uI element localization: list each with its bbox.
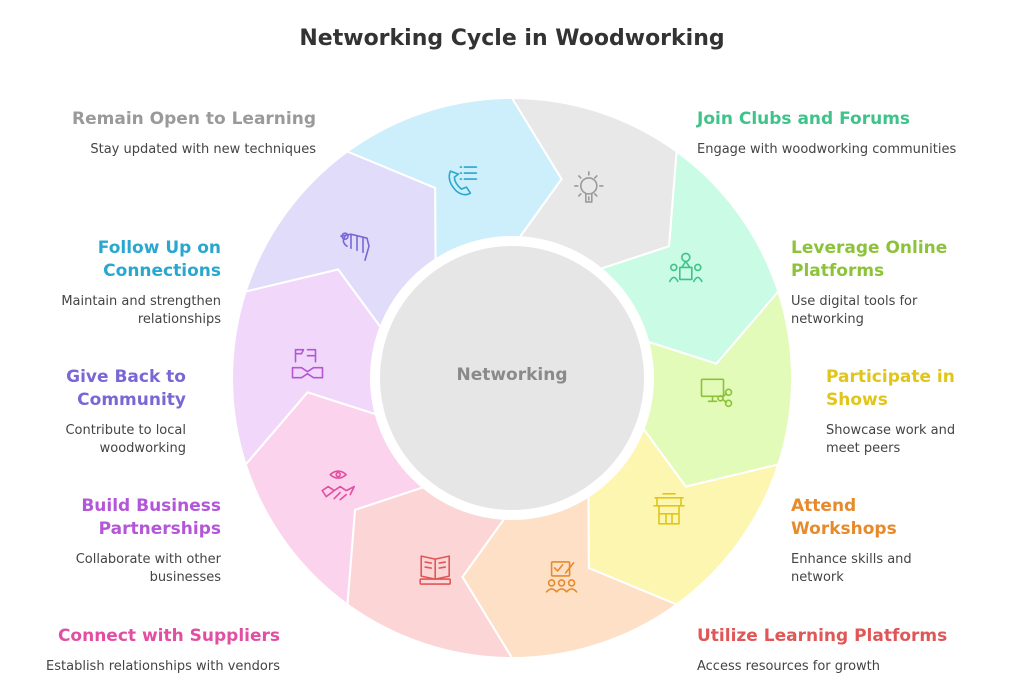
step-description: Establish relationships with vendors xyxy=(46,659,280,674)
partnership-flag-icon xyxy=(291,348,324,379)
step-description: Access resources for growth xyxy=(697,659,881,674)
computer-network-icon xyxy=(700,378,733,408)
center-circle xyxy=(380,246,644,510)
center-label: Networking xyxy=(456,365,568,385)
exhibition-stand-icon xyxy=(653,492,685,525)
step-description: Engage with woodworking communities xyxy=(697,142,957,157)
step-description: Showcase work and meet peers xyxy=(826,423,956,456)
handshake-eye-icon xyxy=(321,470,356,501)
diagram-title: Networking Cycle in Woodworking xyxy=(299,26,725,51)
phone-list-icon xyxy=(448,166,478,196)
step-title: Build Business Partnerships xyxy=(81,496,221,539)
step-title: Remain Open to Learning xyxy=(72,109,316,129)
step-description: Collaborate with other businesses xyxy=(75,552,221,585)
giving-hand-icon xyxy=(340,232,370,261)
step-title: Attend Workshops xyxy=(791,496,897,539)
step-title: Give Back to Community xyxy=(66,367,186,410)
gear-bulb-icon xyxy=(573,171,604,203)
step-title: Participate in Shows xyxy=(826,367,955,410)
step-description: Use digital tools for networking xyxy=(791,294,918,327)
step-description: Enhance skills and network xyxy=(791,552,912,585)
step-description: Maintain and strengthen relationships xyxy=(61,294,221,327)
step-title: Connect with Suppliers xyxy=(57,626,280,646)
step-description: Stay updated with new techniques xyxy=(90,142,316,157)
step-title: Utilize Learning Platforms xyxy=(697,626,948,646)
step-title: Join Clubs and Forums xyxy=(697,109,911,129)
step-title: Follow Up on Connections xyxy=(97,238,221,281)
open-book-icon xyxy=(419,555,452,585)
workshop-class-icon xyxy=(545,561,578,593)
step-title: Leverage Online Platforms xyxy=(791,238,948,281)
step-description: Contribute to local woodworking xyxy=(65,423,186,456)
group-meeting-icon xyxy=(668,252,703,283)
